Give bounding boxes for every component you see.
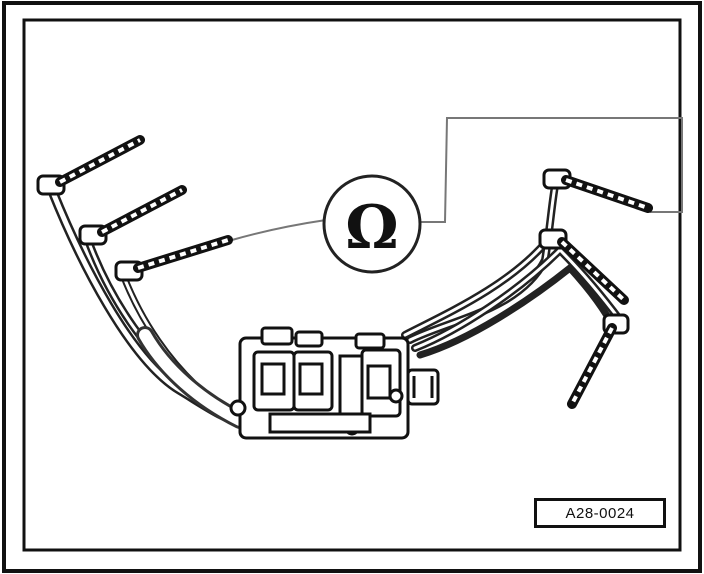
right-plug-connector-1 [542,168,653,213]
ohm-symbol: Ω [345,193,398,263]
ignition-coil-pack [229,326,440,440]
right-plug-connector-2 [538,228,629,305]
figure-reference-code: A28-0024 [565,504,635,522]
left-plug-connector-2 [78,185,187,246]
ohmmeter-icon: Ω [322,174,422,274]
left-plug-connector-3 [114,235,233,282]
left-wire-harness [47,185,259,430]
figure-reference-label: A28-0024 [534,498,666,528]
ohmmeter-lead [231,117,683,241]
left-plug-connector-1 [36,135,145,196]
right-plug-connector-3 [567,313,630,409]
right-wire-harness [401,176,624,359]
inner-frame [22,18,682,552]
